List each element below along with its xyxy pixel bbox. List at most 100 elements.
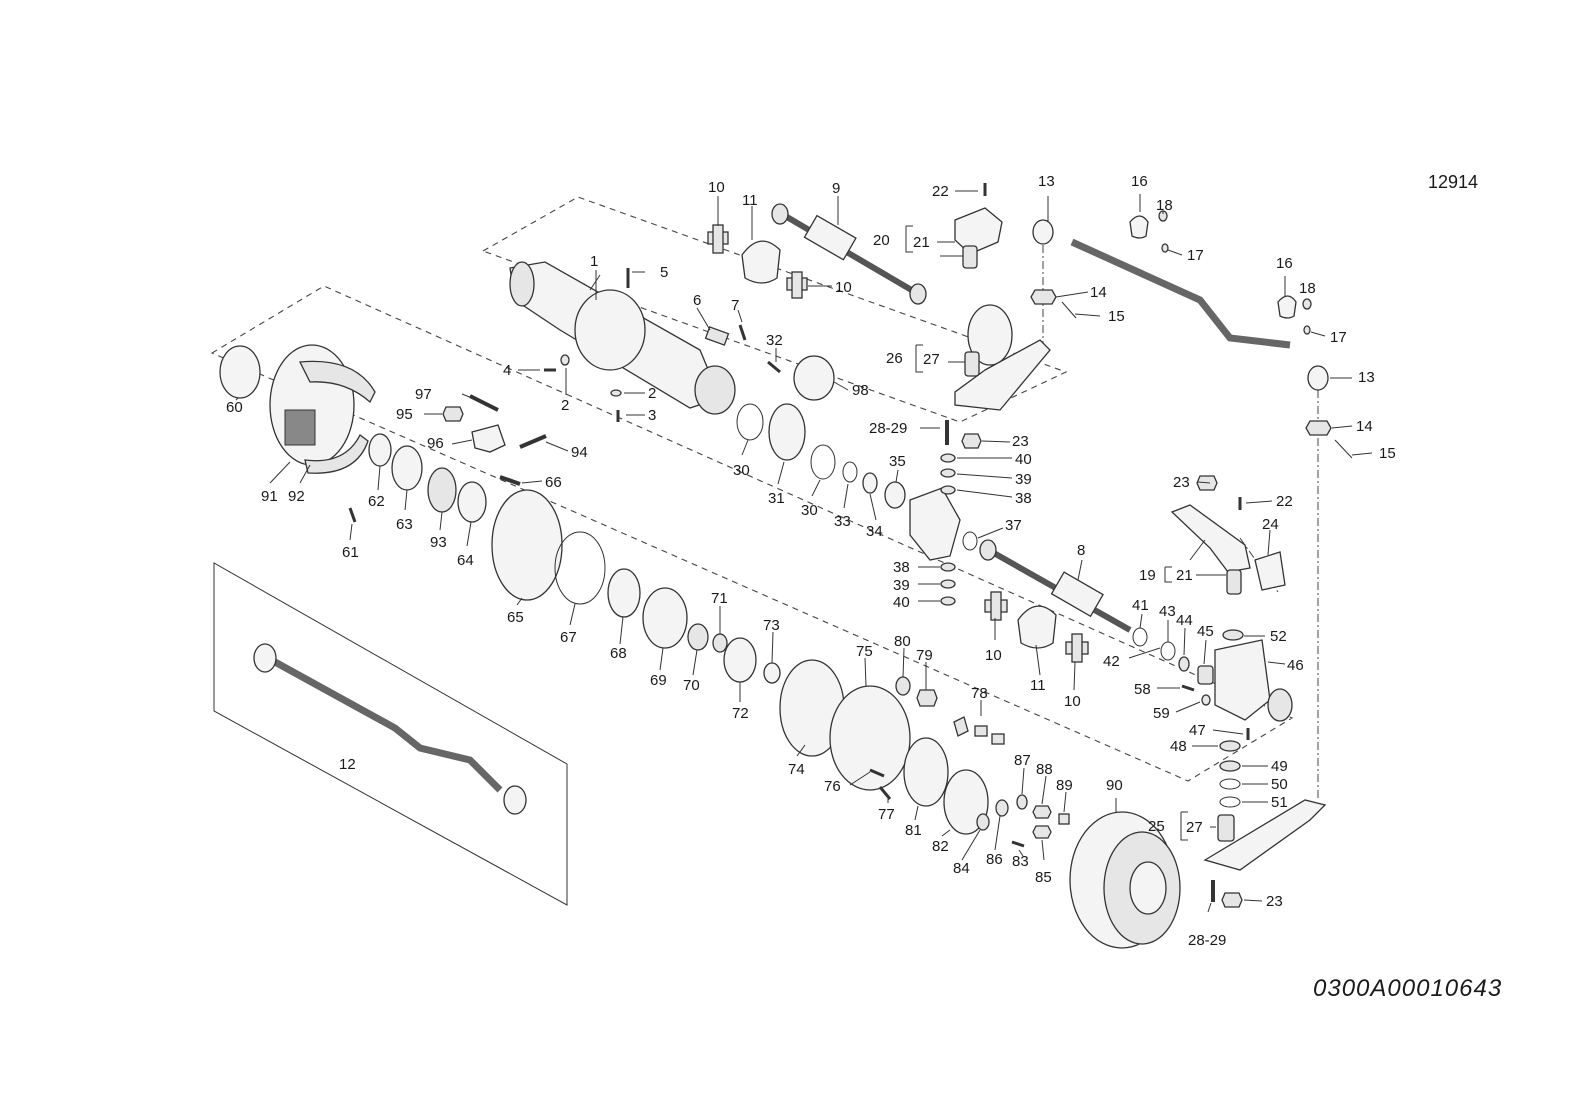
tie-rod-12 [253,643,527,815]
callout-16b: 16 [1276,255,1293,272]
ring-98 [793,355,835,401]
callout-27b: 27 [1186,819,1203,836]
washer-80 [895,676,911,696]
pin-76 [869,768,885,778]
brake-drum-90 [1069,811,1181,949]
callout-13b: 13 [1358,369,1375,386]
knuckle-housing-36 [909,487,961,561]
callout-71: 71 [711,590,728,607]
callout-11b: 11 [1030,677,1046,694]
callout-19: 19 [1139,567,1156,584]
callout-79: 79 [916,647,933,664]
callout-67: 67 [560,629,577,646]
callout-23a: 23 [1012,433,1029,450]
nut-85 [1032,825,1052,839]
callout-65: 65 [507,609,524,626]
callout-60: 60 [226,399,243,416]
callout-7: 7 [731,297,739,314]
callout-45: 45 [1197,623,1214,640]
callout-34: 34 [866,523,883,540]
callout-59: 59 [1153,705,1170,722]
cross-piece-4 [1065,633,1089,663]
ring-33 [842,461,858,483]
callout-31: 31 [768,490,785,507]
callout-90: 90 [1106,777,1123,794]
callout-38a: 38 [1015,490,1032,507]
callout-13a: 13 [1038,173,1055,190]
nut-79 [916,689,938,707]
callout-2a: 2 [561,397,569,414]
brake-assembly [269,344,376,474]
washer-84 [976,813,990,831]
callout-51: 51 [1271,794,1288,811]
washer-73 [763,662,781,684]
knuckle-block-top [954,207,1003,269]
callout-89: 89 [1056,777,1073,794]
drive-shaft-mid [979,539,1132,633]
callout-14b: 14 [1356,418,1373,435]
seal-ring-60 [219,345,261,399]
clamp-1 [1129,215,1149,239]
yoke-top [741,240,781,284]
drawing-ref-number: 12914 [1428,172,1478,192]
callout-50: 50 [1271,776,1288,793]
callout-66: 66 [545,474,562,491]
callout-1: 1 [590,253,598,270]
ring-51 [1219,796,1241,808]
washer-70 [687,623,709,651]
pin-15-top [1061,301,1077,319]
callout-35: 35 [889,453,906,470]
cross-piece-3 [984,591,1008,621]
bearing-68 [607,568,641,618]
washer-18b [1302,298,1312,310]
callout-61: 61 [342,544,359,561]
ring-50 [1219,778,1241,790]
callout-17b: 17 [1330,329,1347,346]
callout-48: 48 [1170,738,1187,755]
clamp-2 [1277,295,1297,319]
callout-72: 72 [732,705,749,722]
callout-86: 86 [986,851,1003,868]
washer-59 [1201,694,1211,706]
bolt-61 [348,507,357,523]
ring-62 [368,433,392,467]
washer-48 [1219,740,1241,752]
ring-41 [1132,627,1148,647]
steering-arm-bottom [1203,799,1327,871]
washer-49 [1219,760,1241,772]
castle-nut-1 [1030,289,1057,305]
callout-28-29a: 28-29 [869,420,907,437]
callout-18a: 18 [1156,197,1173,214]
washer-87 [1016,794,1028,810]
callout-9: 9 [832,180,840,197]
callout-95: 95 [396,406,413,423]
ring-63 [391,445,423,491]
bushing-45 [1197,665,1214,685]
callout-10c: 10 [985,647,1002,664]
callout-30b: 30 [801,502,818,519]
callout-40a: 40 [1015,451,1032,468]
nut-95 [442,406,464,422]
ring-carrier-69 [642,587,688,649]
callout-27a: 27 [923,351,940,368]
callout-94: 94 [571,444,588,461]
callout-82: 82 [932,838,949,855]
parts-78 [953,716,1005,745]
bolt-83 [1011,840,1025,848]
callout-18b: 18 [1299,280,1316,297]
callout-41: 41 [1132,597,1149,614]
hub-assembly-group-outline [210,285,1294,782]
callout-30a: 30 [733,462,750,479]
callout-38b: 38 [893,559,910,576]
ring-37 [962,531,978,551]
cross-piece-1 [707,224,729,254]
axle-housing [509,261,736,415]
o-ring-67 [554,531,606,605]
callout-52: 52 [1270,628,1287,645]
callout-24: 24 [1262,516,1279,533]
callout-11a: 11 [742,192,758,209]
callout-88: 88 [1036,761,1053,778]
callout-15a: 15 [1108,308,1125,325]
washer-71 [712,633,728,653]
ring-30a [736,403,764,441]
